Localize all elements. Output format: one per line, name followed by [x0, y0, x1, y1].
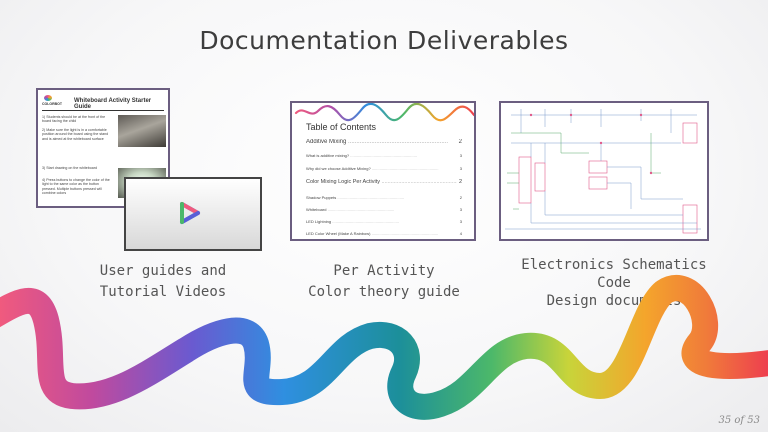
caption-line: User guides and — [99, 263, 227, 279]
toc-entry-label: Color Mixing Logic Per Activity — [306, 179, 380, 185]
caption-line: Electronics Schematics — [521, 257, 707, 273]
toc-entry[interactable]: Why did we choose Additive Mixing? .....… — [306, 166, 462, 171]
guide-photo-1 — [118, 115, 166, 147]
caption-line: Color theory guide — [308, 284, 460, 300]
toc-entry-page: 2 — [457, 195, 462, 200]
toc-entry-label: What is additive mixing? — [306, 153, 350, 158]
caption-line: Tutorial Videos — [99, 284, 227, 300]
guide-step-2: 2) Make sure the light is in a comfortab… — [42, 128, 109, 141]
guide-step-4: 4) Press buttons to change the color of … — [42, 178, 110, 196]
toc-entry-label: Whiteboard — [306, 207, 327, 212]
toc-entry-page: 3 — [457, 166, 462, 171]
caption-line: Code — [597, 275, 631, 291]
toc-leader-dots: ........................................… — [346, 139, 449, 145]
toc-leader-dots: ........................................… — [331, 219, 399, 224]
toc-entry-page: 3 — [457, 153, 462, 158]
guide-step-3: 3) Start drawing on the whiteboard — [42, 166, 97, 170]
toc-leader-dots: ........................................… — [370, 231, 439, 236]
slide-title: Documentation Deliverables — [199, 26, 569, 55]
toc-entry-page: 4 — [457, 231, 462, 236]
guide-logo: COLORBOT — [42, 94, 64, 108]
toc-entry[interactable]: Whiteboard .............................… — [306, 207, 462, 212]
toc-leader-dots: ........................................… — [326, 207, 395, 212]
toc-entry-page: 2 — [456, 179, 462, 185]
caption-line: Design documents — [546, 293, 682, 309]
toc-entry[interactable]: LED Lightning ..........................… — [306, 219, 462, 224]
circuit-schematic-icon — [505, 109, 701, 234]
toc-leader-dots: ........................................… — [381, 179, 463, 185]
toc-entry[interactable]: Additive Mixing ........................… — [306, 139, 462, 145]
toc-leader-dots: ........................................… — [370, 166, 439, 171]
toc-entry-label: Shadow Puppets — [306, 195, 337, 200]
toc-entry-label: LED Color Wheel (Make A Rainbow) — [306, 231, 371, 236]
page-indicator: 35 of 53 — [718, 415, 760, 426]
rainbow-squiggle — [294, 103, 474, 122]
toc-entry[interactable]: What is additive mixing? ...............… — [306, 153, 462, 158]
toc-entry[interactable]: Color Mixing Logic Per Activity ........… — [306, 179, 462, 185]
toc-entry-page: 3 — [457, 207, 462, 212]
toc-heading: Table of Contents — [306, 122, 377, 132]
guide-divider — [42, 110, 164, 111]
toc-entry-label: Additive Mixing — [306, 139, 347, 145]
guide-logo-text: COLORBOT — [42, 102, 63, 106]
schematic-document[interactable] — [499, 101, 709, 241]
guide-step-1: 1) Students should be at the front of th… — [42, 115, 106, 124]
guide-document[interactable]: COLORBOT Whiteboard Activity Starter Gui… — [36, 88, 170, 208]
caption-electronics: Electronics Schematics Code Design docum… — [508, 256, 720, 310]
toc-entry-label: Why did we choose Additive Mixing? — [306, 166, 371, 171]
toc-entry[interactable]: Shadow Puppets .........................… — [306, 195, 462, 200]
caption-user-guides: User guides and Tutorial Videos — [80, 261, 246, 303]
toc-entry-page: 2 — [456, 139, 462, 145]
toc-entry[interactable]: LED Color Wheel (Make A Rainbow) .......… — [306, 231, 462, 236]
toc-leader-dots: ........................................… — [349, 153, 417, 158]
caption-color-theory: Per Activity Color theory guide — [300, 261, 468, 303]
toc-entry-page: 3 — [457, 219, 462, 224]
toc-leader-dots: ........................................… — [336, 195, 405, 200]
toc-document[interactable]: Table of Contents Additive Mixing ......… — [290, 101, 476, 241]
video-play-icon[interactable] — [178, 201, 202, 225]
caption-line: Per Activity — [333, 263, 435, 279]
toc-entry-label: LED Lightning — [306, 219, 332, 224]
video-thumbnail[interactable] — [124, 177, 262, 251]
guide-heading: Whiteboard Activity Starter Guide — [74, 98, 152, 110]
